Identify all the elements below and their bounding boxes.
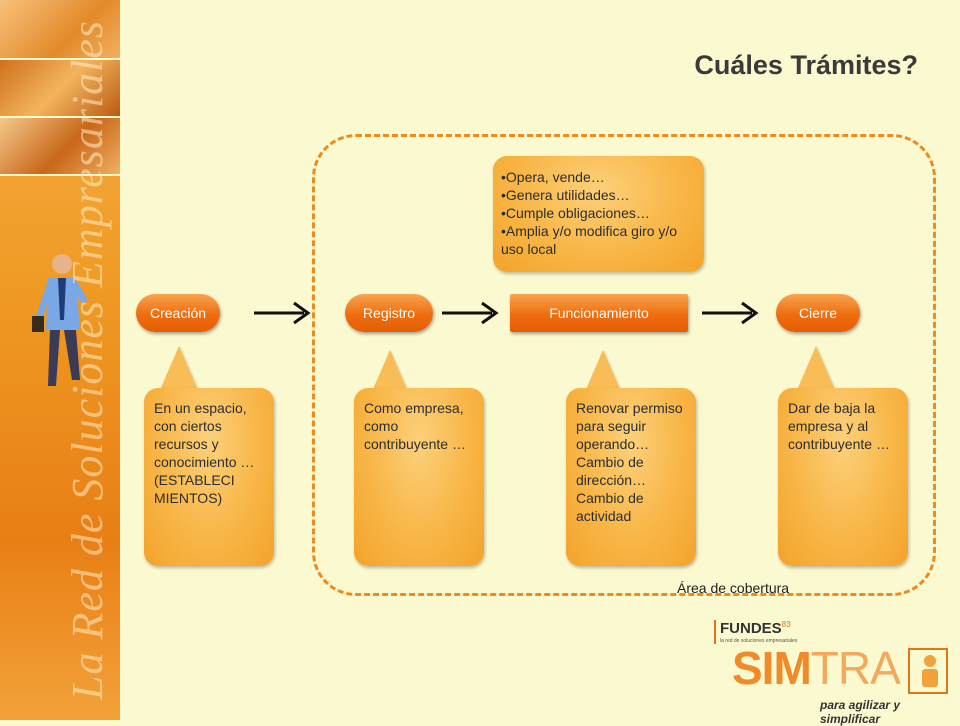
flow-arrow-icon	[254, 301, 311, 325]
stage-label: Registro	[362, 305, 416, 321]
stage-label: Funcionamiento	[549, 305, 649, 321]
stage-registro: Registro	[345, 294, 433, 332]
cierre-note: Dar de baja la empresa y al contribuyent…	[778, 388, 908, 566]
flow-arrow-icon	[442, 301, 499, 325]
stage-label: Cierre	[798, 305, 838, 321]
callout-pointer	[797, 346, 835, 390]
simtra-logo: FUNDES83 la red de soluciones empresaria…	[714, 618, 954, 726]
callout-pointer	[584, 350, 622, 394]
fundes-subtitle: la red de soluciones empresariales	[720, 638, 798, 644]
stage-creacion: Creación	[136, 294, 220, 332]
note-line: •Cumple obligaciones…	[501, 205, 650, 221]
slogan: para agilizar y simplificar	[820, 698, 901, 726]
sidebar-tagline: La Red de Soluciones Empresariales	[63, 19, 112, 700]
stage-funcionamiento: Funcionamiento	[510, 294, 688, 332]
decorative-side-strip: La Red de Soluciones Empresariales	[0, 0, 120, 720]
note-line: Cambio de dirección…	[576, 454, 647, 488]
fundes-wordmark: FUNDES	[720, 620, 782, 637]
coverage-area-label: Área de cobertura	[677, 580, 790, 596]
note-line: Dar de baja la empresa y al contribuyent…	[788, 400, 890, 452]
coverage-area-boundary	[312, 134, 936, 596]
person-icon	[908, 648, 948, 694]
callout-pointer	[371, 350, 409, 394]
fundes-logo-text: FUNDES83 la red de soluciones empresaria…	[714, 620, 797, 644]
note-line: •Opera, vende…	[501, 169, 605, 185]
note-line: En un espacio, con ciertos recursos y co…	[154, 400, 255, 470]
callout-pointer	[160, 346, 198, 390]
funcionamiento-note: Renovar permiso para seguir operando… Ca…	[566, 388, 696, 566]
note-line: •Amplia y/o modifica giro y/o uso local	[501, 223, 678, 257]
note-line: Renovar permiso para seguir operando…	[576, 400, 683, 452]
simtra-wordmark: SIMTRA	[732, 642, 901, 694]
creacion-note: En un espacio, con ciertos recursos y co…	[144, 388, 274, 566]
registro-note: Como empresa, como contribuyente …	[354, 388, 484, 566]
stage-label: Creación	[149, 305, 207, 321]
stage-cierre: Cierre	[776, 294, 860, 332]
simtra-part-a: SIM	[732, 642, 812, 694]
note-line: Como empresa, como contribuyente …	[364, 400, 466, 452]
note-line: (ESTABLECI MIENTOS)	[154, 472, 235, 506]
handshake-photo	[0, 118, 120, 176]
flow-arrow-icon	[702, 301, 759, 325]
operations-note: •Opera, vende… •Genera utilidades… •Cump…	[493, 156, 704, 272]
page-title: Cuáles Trámites?	[694, 50, 918, 80]
face-photo	[0, 60, 120, 118]
face-photo	[0, 0, 120, 60]
note-line: •Genera utilidades…	[501, 187, 630, 203]
note-line: Cambio de actividad	[576, 490, 644, 524]
simtra-part-b: TRA	[810, 642, 901, 694]
fundes-superscript: 83	[781, 620, 791, 629]
businessman-running-figure	[32, 254, 88, 386]
